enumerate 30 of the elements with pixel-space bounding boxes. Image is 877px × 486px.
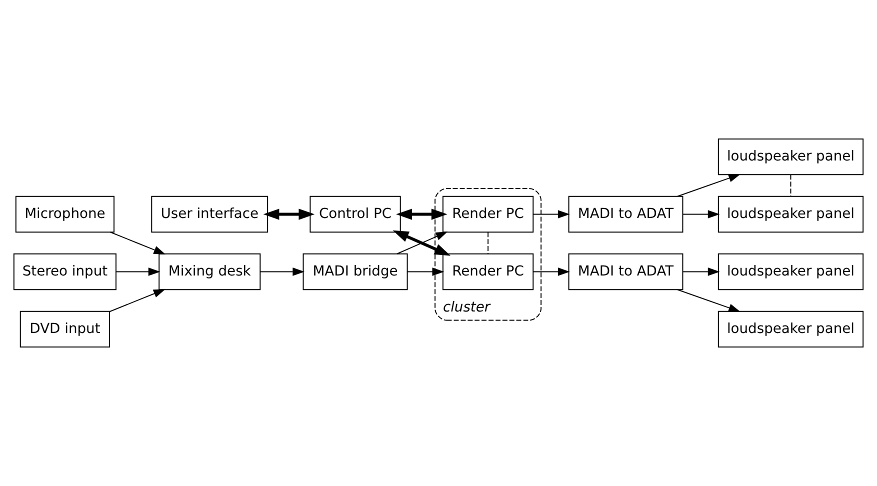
node-box: Mixing desk	[158, 253, 261, 290]
arrow	[682, 210, 720, 218]
node-box: DVD input	[20, 310, 110, 348]
node-box: loudspeaker panel	[718, 253, 864, 290]
node-box: MADI bridge	[302, 253, 408, 290]
arrow	[682, 268, 720, 276]
node-box: Render PC	[442, 253, 534, 290]
node-box: MADI to ADAT	[568, 253, 684, 290]
node-box: Render PC	[442, 196, 534, 233]
arrow	[109, 289, 166, 312]
arrow	[676, 289, 740, 312]
arrow	[407, 268, 444, 276]
arrow	[110, 232, 166, 254]
node-box: MADI to ADAT	[568, 196, 684, 233]
node-box: loudspeaker panel	[718, 310, 864, 348]
arrow	[532, 268, 570, 276]
connector	[488, 232, 489, 254]
node-box: loudspeaker panel	[718, 138, 864, 176]
arrow	[532, 210, 570, 218]
arrow	[396, 208, 448, 220]
arrow	[676, 174, 740, 197]
node-box: Stereo input	[13, 253, 116, 290]
arrow	[116, 268, 160, 276]
node-box: Control PC	[310, 196, 401, 233]
node-box: loudspeaker panel	[718, 196, 864, 233]
arrow	[260, 268, 305, 276]
arrow	[263, 208, 315, 220]
connector	[790, 174, 792, 197]
node-box: Microphone	[15, 196, 114, 233]
node-box: User interface	[151, 196, 268, 233]
